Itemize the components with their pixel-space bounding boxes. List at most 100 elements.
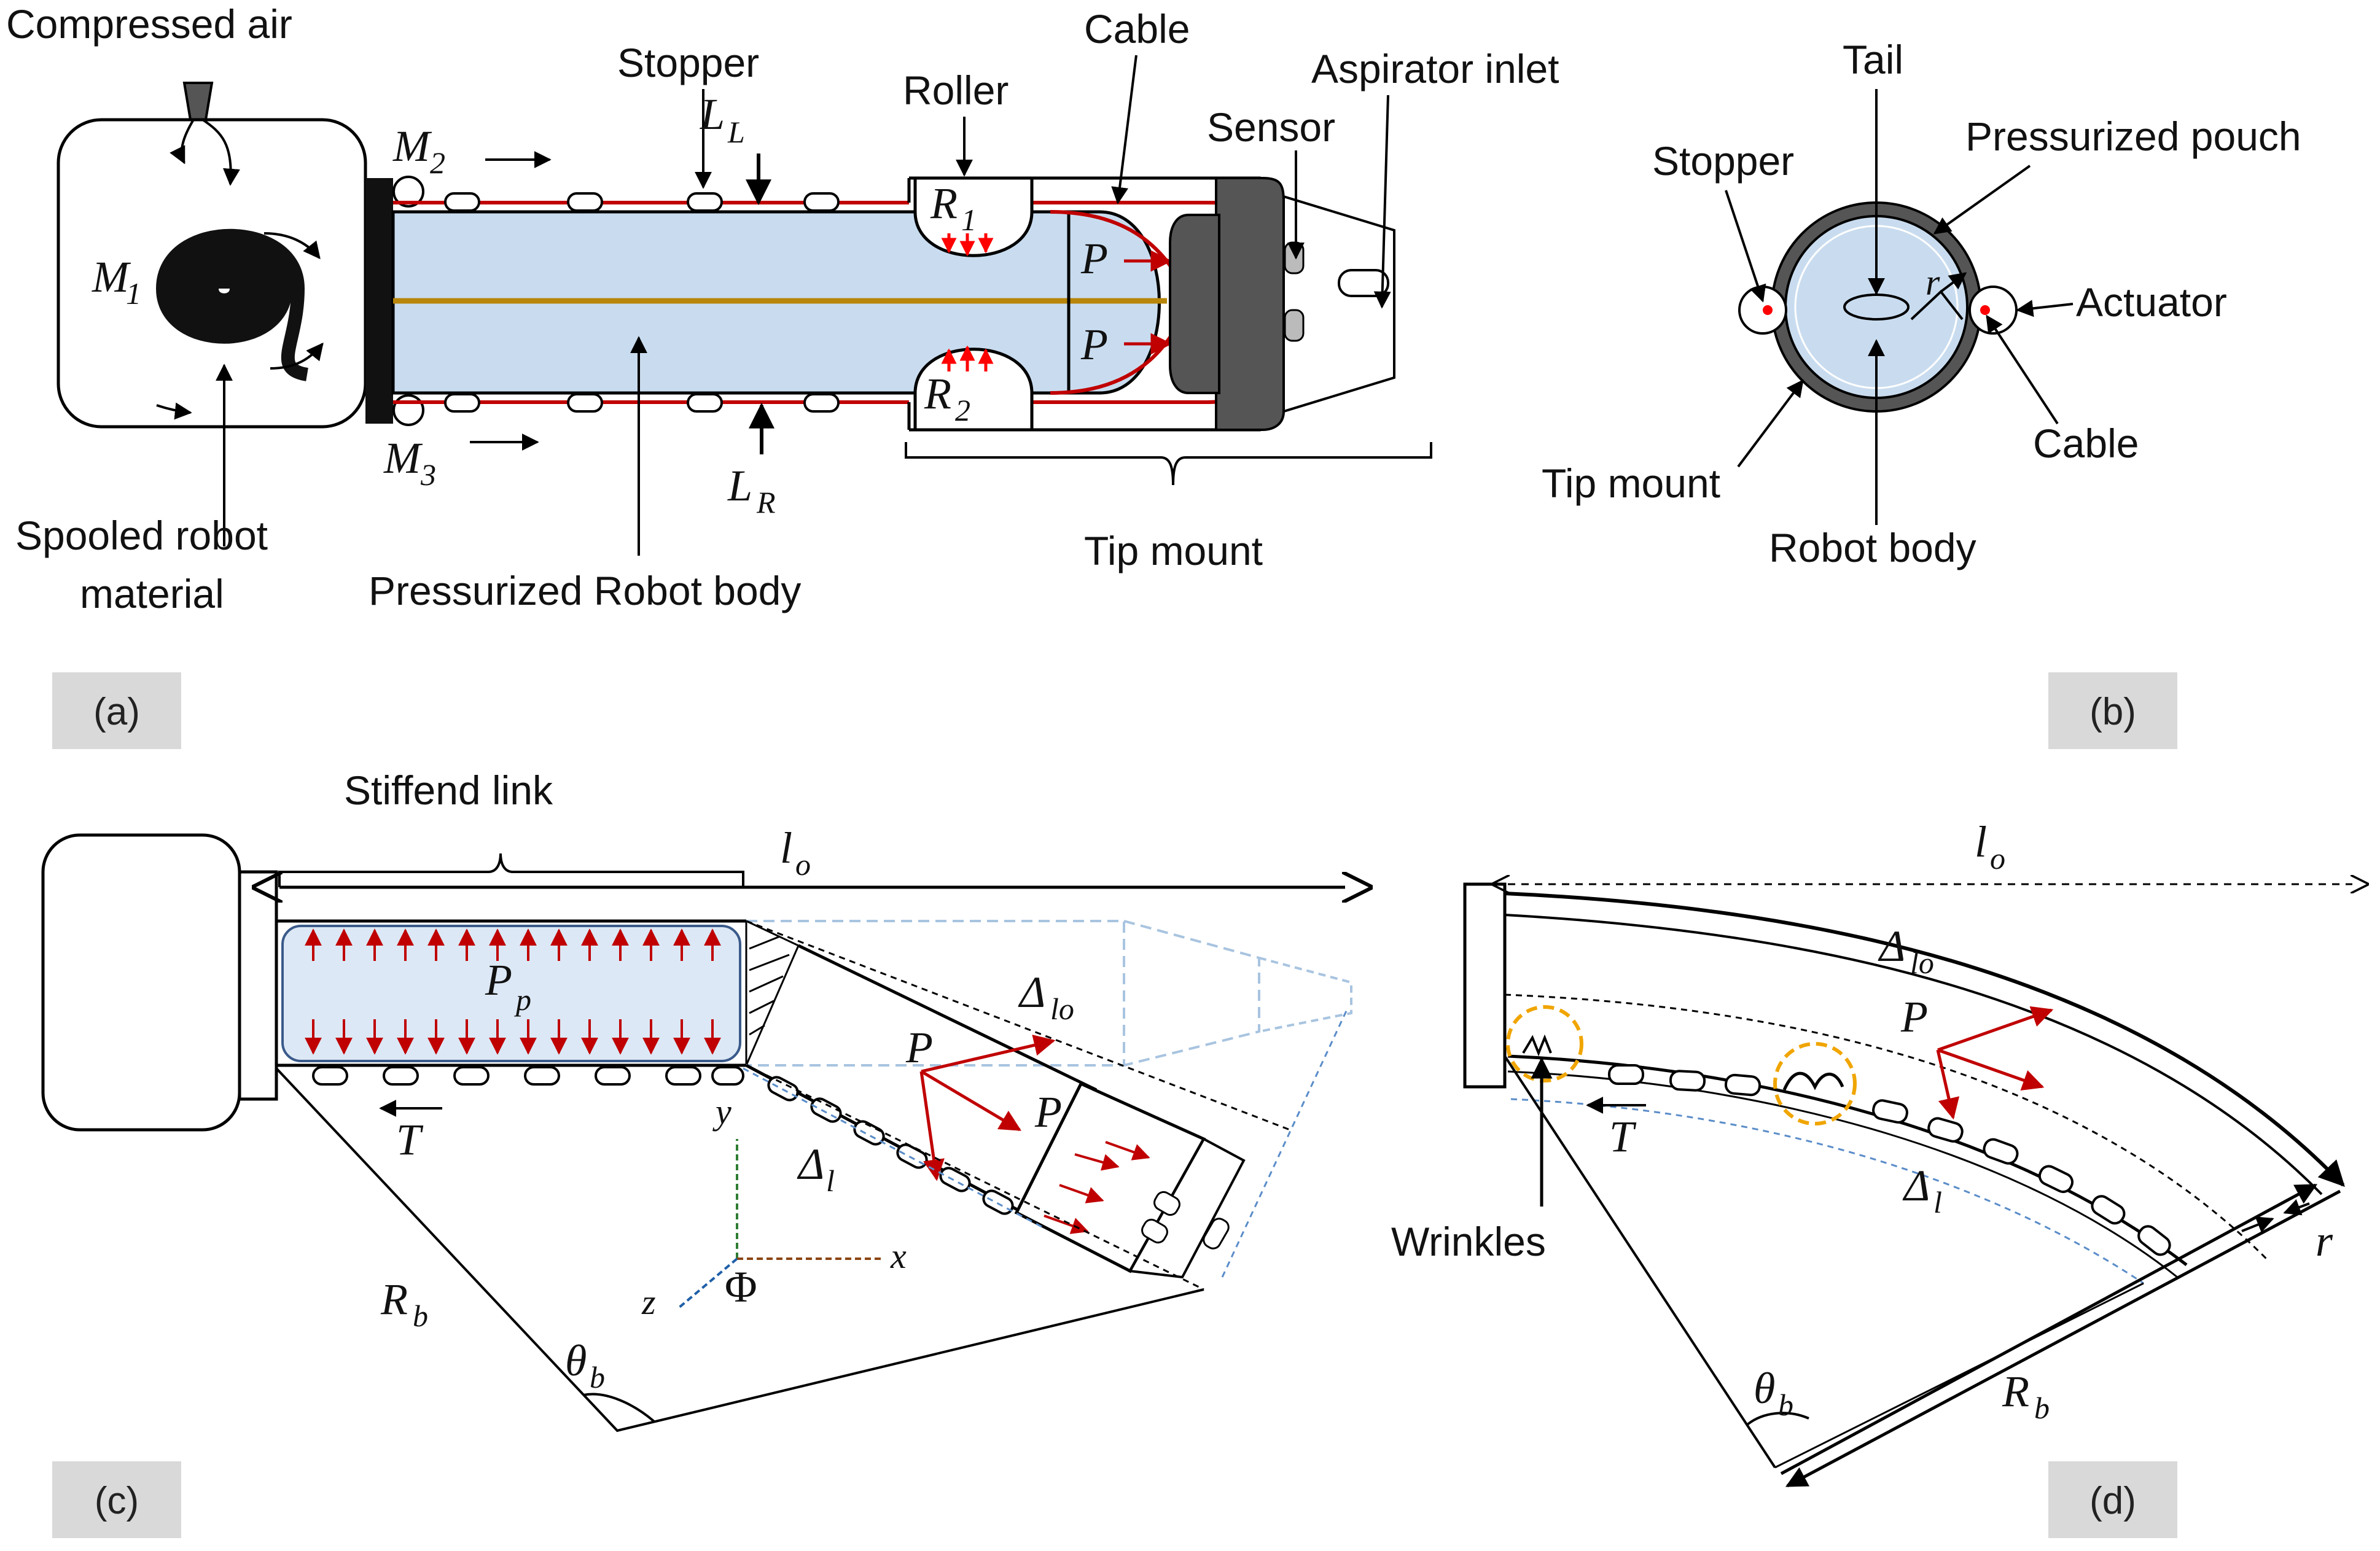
delta-l-symbol-d: Δ (1902, 1161, 1930, 1210)
tip-cap (1215, 177, 1285, 431)
tension-symbol-d: T (1609, 1112, 1637, 1161)
bend-triangle-d (1504, 1055, 1776, 1469)
bent-link (797, 944, 1098, 1092)
panel-b: Tail Stopper Pressurized pouch Actuator … (1542, 37, 2301, 570)
theta-subscript-c: b (590, 1360, 605, 1394)
pressurized-body-label: Pressurized Robot body (369, 568, 801, 613)
radius-symbol-d: r (2316, 1216, 2333, 1265)
aspirator-tube (1338, 269, 1389, 297)
p-lower-symbol: P (1080, 320, 1108, 369)
theta-symbol-c: θ (565, 1336, 587, 1385)
p-upper-symbol: P (1080, 234, 1108, 283)
m1-symbol: M (92, 252, 131, 301)
tip-mount-label-b: Tip mount (1542, 461, 1720, 506)
wrinkles-label: Wrinkles (1391, 1219, 1546, 1264)
base-housing-c (41, 833, 241, 1132)
actuator-label: Actuator (2076, 279, 2227, 325)
r1-symbol: R (930, 179, 958, 228)
stoppers-c (312, 1066, 744, 1086)
delta-l-subscript-d: l (1933, 1185, 1942, 1219)
rb-subscript-d: b (2034, 1391, 2050, 1425)
wrinkle-circle-2 (1773, 1042, 1857, 1125)
stiffened-link-brace (278, 853, 744, 887)
delta-lo-subscript-c: lo (1050, 992, 1074, 1026)
panel-d-tag (2048, 1461, 2177, 1538)
aspirator-housing (1282, 195, 1395, 413)
delta-lo-symbol-d: Δ (1878, 922, 1905, 971)
m1-subscript: 1 (126, 276, 141, 311)
r2-subscript: 2 (955, 393, 970, 427)
m2-symbol: M (392, 122, 432, 171)
lo-subscript-c: o (795, 847, 811, 882)
m2-subscript: 2 (430, 146, 445, 180)
base-plate-d (1463, 882, 1507, 1089)
ghost-link (746, 920, 1125, 1067)
p1-symbol-c: P (905, 1023, 933, 1072)
stopper-label-a: Stopper (617, 40, 759, 85)
stoppers-d (1608, 1064, 2171, 1256)
m3-subscript: 3 (420, 457, 436, 492)
stopper-label-b: Stopper (1652, 138, 1794, 184)
r2-symbol: R (924, 369, 951, 418)
panel-b-tag (2048, 672, 2177, 749)
bend-triangle-c (275, 1067, 1204, 1432)
tip-mount-brace (905, 442, 1432, 486)
compressed-air-label: Compressed air (6, 1, 292, 47)
phi-symbol: Φ (725, 1262, 757, 1312)
x-axis-label: x (890, 1236, 907, 1276)
l-left-symbol: L (700, 90, 725, 139)
pressurized-pouch-c (281, 925, 741, 1062)
panel-b-tag-label: (b) (2089, 691, 2136, 733)
delta-lo-symbol-c: Δ (1018, 968, 1045, 1017)
r1-subscript: 1 (961, 203, 977, 237)
lo-subscript-d: o (1990, 841, 2005, 876)
pp-symbol: P (485, 955, 512, 1005)
rb-symbol-d: R (2002, 1367, 2029, 1416)
stoppers-top (444, 192, 840, 413)
l-left-subscript: L (727, 115, 745, 149)
cable-label-b: Cable (2033, 421, 2139, 466)
rb-symbol-c: R (380, 1275, 408, 1324)
panel-a-tag (52, 672, 181, 749)
rb-subscript-c: b (413, 1299, 428, 1333)
z-axis-label: z (641, 1282, 656, 1322)
panel-d-tag-label: (d) (2089, 1480, 2136, 1522)
radius-symbol-b: r (1925, 262, 1940, 303)
theta-symbol-d: θ (1754, 1364, 1775, 1413)
spool-spiral (155, 228, 309, 381)
tension-symbol-c: T (396, 1115, 424, 1164)
roller-r1 (913, 176, 1034, 257)
spooled-material-label-1: Spooled robot (15, 513, 268, 558)
stiffened-link-label: Stiffend link (344, 768, 553, 813)
delta-l-symbol-c: Δ (797, 1140, 824, 1189)
panel-d: l o Δ lo P (1391, 817, 2352, 1488)
spooled-material-label-2: material (80, 571, 224, 616)
outer-arc (1504, 892, 2345, 1188)
panel-a-tag-label: (a) (93, 691, 140, 733)
delta-lo-subscript-d: lo (1910, 946, 1934, 980)
robot-body-label: Robot body (1769, 525, 1976, 570)
cable-label-a: Cable (1084, 6, 1190, 52)
y-axis-label: y (712, 1092, 732, 1132)
air-nozzle (182, 82, 214, 121)
l-right-subscript: R (756, 485, 776, 519)
panel-a: Compressed air M 1 Spooled robot materia… (6, 1, 1559, 616)
sensor-label: Sensor (1207, 104, 1335, 150)
roller-label: Roller (903, 68, 1009, 113)
pouch-pressure-arrows (305, 928, 721, 1055)
lo-symbol-d: l (1975, 817, 1987, 866)
base-plate (365, 178, 393, 424)
roller-r2 (913, 348, 1034, 432)
delta-l-subscript-c: l (826, 1164, 835, 1198)
tail-label: Tail (1843, 37, 1903, 82)
tip-mount-label-a: Tip mount (1084, 528, 1263, 573)
wrinkle-circle-1 (1506, 1005, 1583, 1083)
l-right-symbol: L (727, 461, 752, 510)
panel-c-tag-label: (c) (95, 1480, 139, 1522)
panel-c-tag (52, 1461, 181, 1538)
panel-c: l o Stiffend link (41, 768, 1351, 1432)
aspirator-inlet-label: Aspirator inlet (1311, 46, 1559, 91)
lo-symbol-c: l (780, 823, 792, 873)
